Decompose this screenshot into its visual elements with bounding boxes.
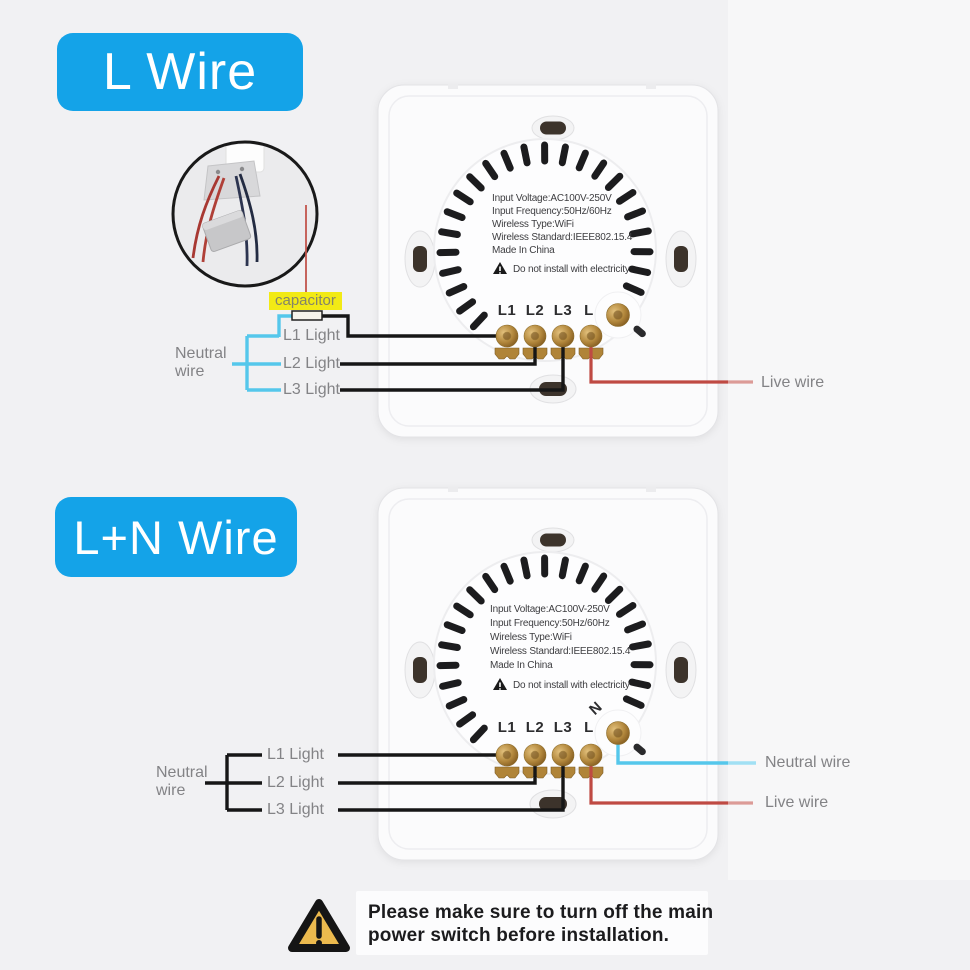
capacitor-symbol — [291, 310, 323, 321]
wire-word: wire — [175, 363, 205, 380]
l-wire-badge-label: L Wire — [102, 43, 258, 101]
spec-wireless-type: Wireless Type:WiFi — [492, 219, 574, 230]
capacitor-label: capacitor — [269, 292, 342, 310]
wires-1 — [232, 314, 753, 392]
l1-wire-black — [322, 314, 507, 338]
spec-wireless-standard: Wireless Standard:IEEE802.15.4 — [492, 232, 633, 243]
terminal-screws-2 — [495, 721, 630, 767]
spec-frequency: Input Frequency:50Hz/60Hz — [490, 618, 610, 629]
terminal-label-l2-1: L2 — [525, 302, 545, 319]
device-spec-text-2: Input Voltage:AC100V-250V Input Frequenc… — [490, 603, 630, 673]
lamp-plate — [203, 160, 261, 201]
switch-plate-2 — [205, 487, 756, 861]
footer-warning-line1: Please make sure to turn off the main — [368, 902, 714, 923]
spec-voltage: Input Voltage:AC100V-250V — [490, 604, 610, 615]
spec-wireless-type: Wireless Type:WiFi — [490, 632, 572, 643]
switch-plate-1 — [232, 84, 753, 438]
terminal-label-l3-1: L3 — [553, 302, 573, 319]
ln-wire-badge: L+N Wire — [55, 497, 297, 577]
l-wire-badge: L Wire — [57, 33, 303, 111]
footer-warning-text: Please make sure to turn off the main po… — [368, 901, 713, 947]
live-wire-label-1: Live wire — [761, 374, 825, 391]
neutral-wire-label-2: Neutral wire — [156, 764, 208, 800]
warning-triangle-icon-small-1 — [493, 262, 507, 274]
l3-wire-black — [340, 336, 565, 392]
live-wire-red-1 — [589, 336, 753, 384]
warning-triangle-icon — [288, 899, 350, 952]
capacitor-photo — [202, 210, 252, 252]
terminal-label-l1-1: L1 — [497, 302, 517, 319]
spec-made-in: Made In China — [492, 245, 555, 256]
warning-triangle-icon-small-2 — [493, 678, 507, 690]
device-spec-text-1: Input Voltage:AC100V-250V Input Frequenc… — [492, 192, 632, 257]
device-warning-text-2: Do not install with electricity — [513, 680, 630, 691]
l3-light-label-1: L3 Light — [283, 381, 340, 398]
spec-voltage: Input Voltage:AC100V-250V — [492, 193, 612, 204]
l3-light-label-2: L3 Light — [267, 801, 324, 818]
spec-made-in: Made In China — [490, 660, 553, 671]
terminal-label-l-2: L — [584, 719, 594, 736]
wire-word: wire — [156, 782, 186, 799]
spec-frequency: Input Frequency:50Hz/60Hz — [492, 206, 612, 217]
l2-light-label-2: L2 Light — [267, 774, 324, 791]
l2-light-label-1: L2 Light — [283, 355, 340, 372]
l1-light-label-1: L1 Light — [283, 327, 340, 344]
terminal-label-l1-2: L1 — [497, 719, 517, 736]
terminal-screws-1 — [495, 303, 630, 348]
terminal-label-l-1: L — [584, 302, 594, 319]
neutral-branch-black-2 — [205, 753, 262, 812]
neutral-word: Neutral — [156, 764, 208, 781]
capacitor-photo-inset — [171, 140, 319, 292]
blue-wire-photo — [238, 173, 259, 263]
footer-warning-panel — [356, 891, 708, 955]
neutral-wire-label-right: Neutral wire — [765, 754, 851, 771]
live-wire-red-2 — [589, 755, 753, 805]
neutral-word: Neutral — [175, 345, 227, 362]
ln-wire-badge-label: L+N Wire — [73, 510, 279, 564]
l1-light-label-2: L1 Light — [267, 746, 324, 763]
l3-wire-black-2 — [338, 755, 565, 812]
mounting-holes-1 — [404, 115, 697, 404]
spec-wireless-standard: Wireless Standard:IEEE802.15.4 — [490, 646, 631, 657]
red-wire-photo — [191, 175, 221, 259]
live-wire-label-2: Live wire — [765, 794, 829, 811]
footer-warning-line2: power switch before installation. — [368, 925, 670, 946]
terminal-label-l2-2: L2 — [525, 719, 545, 736]
neutral-wire-blue-1 — [232, 314, 292, 392]
neutral-wire-label-1: Neutral wire — [175, 345, 227, 381]
device-warning-text-1: Do not install with electricity — [513, 264, 630, 275]
terminal-label-l3-2: L3 — [553, 719, 573, 736]
